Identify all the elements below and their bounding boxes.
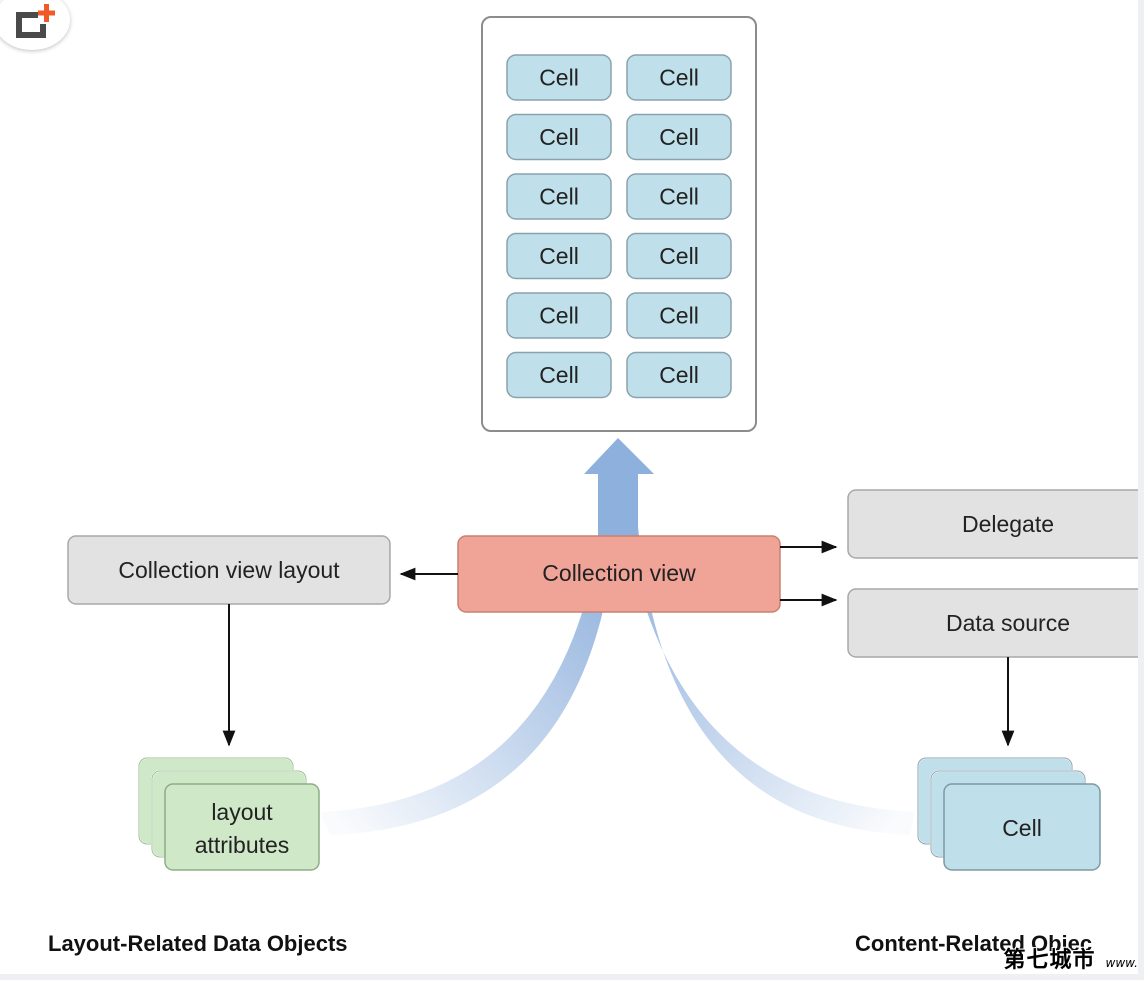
page-edge-right [1138, 0, 1144, 980]
grid-cell: Cell [506, 54, 612, 101]
grid-cell: Cell [626, 173, 732, 220]
grid-cell-box [626, 113, 732, 161]
grid-cell-label: Cell [659, 303, 699, 329]
grid-cell-box [506, 351, 612, 399]
collection-view-layout-label: Collection view layout [118, 557, 340, 583]
grid-cell-box [626, 54, 732, 101]
layout-attributes-stack [138, 757, 320, 871]
grid-cell: Cell [506, 232, 612, 280]
grid-cell: Cell [626, 113, 732, 161]
delegate-label: Delegate [962, 511, 1054, 537]
content-cell-label: Cell [1002, 815, 1042, 841]
add-box-icon [16, 4, 55, 38]
grid-cell-box [506, 54, 612, 101]
grid-cell: Cell [506, 173, 612, 220]
flow-arrow-up-head [584, 438, 654, 474]
grid-cell: Cell [506, 351, 612, 399]
grid-cell-box [626, 351, 732, 399]
grid-cell-box [506, 173, 612, 220]
grid-cell-label: Cell [539, 124, 579, 150]
caption-layout-related: Layout-Related Data Objects [48, 931, 348, 956]
grid-cell-label: Cell [539, 184, 579, 210]
flow-arrow-to-collection-view-shaft [598, 470, 638, 545]
grid-cell-label: Cell [539, 65, 579, 91]
delegate-box [847, 489, 1144, 559]
collection-view-label: Collection view [542, 560, 696, 586]
watermark-chinese: 第七城市 [1003, 948, 1096, 973]
layout-attributes-label-line1: layout [211, 799, 273, 825]
caption-content-related: Content-Related Objec [855, 931, 1092, 956]
grid-cell: Cell [626, 232, 732, 280]
watermark: 第七城市 www. [1003, 946, 1138, 974]
grid-cell-label: Cell [539, 243, 579, 269]
add-to-collection-button[interactable] [0, 0, 70, 50]
page-edge-bottom [0, 974, 1144, 980]
content-cell-stack [917, 757, 1101, 871]
grid-cell: Cell [506, 113, 612, 161]
data-source-box [847, 588, 1144, 658]
grid-cell: Cell [506, 292, 612, 339]
grid-cell: Cell [626, 292, 732, 339]
data-source-label: Data source [946, 610, 1070, 636]
grid-cell-box [506, 113, 612, 161]
layout-attributes-label-line2: attributes [195, 832, 290, 858]
grid-cell-label: Cell [539, 362, 579, 388]
grid-cell-box [626, 173, 732, 220]
watermark-url: www. [1105, 956, 1139, 970]
grid-cell-box [626, 292, 732, 339]
grid-cell-label: Cell [659, 362, 699, 388]
grid-cell-label: Cell [659, 243, 699, 269]
grid-cell-label: Cell [659, 124, 699, 150]
grid-cell-label: Cell [659, 184, 699, 210]
grid-cell-box [626, 232, 732, 280]
grid-cell-label: Cell [659, 65, 699, 91]
grid-cell-box [506, 232, 612, 280]
grid-cell-box [506, 292, 612, 339]
grid-cell-label: Cell [539, 303, 579, 329]
grid-cell: Cell [626, 351, 732, 399]
grid-cell: Cell [626, 54, 732, 101]
